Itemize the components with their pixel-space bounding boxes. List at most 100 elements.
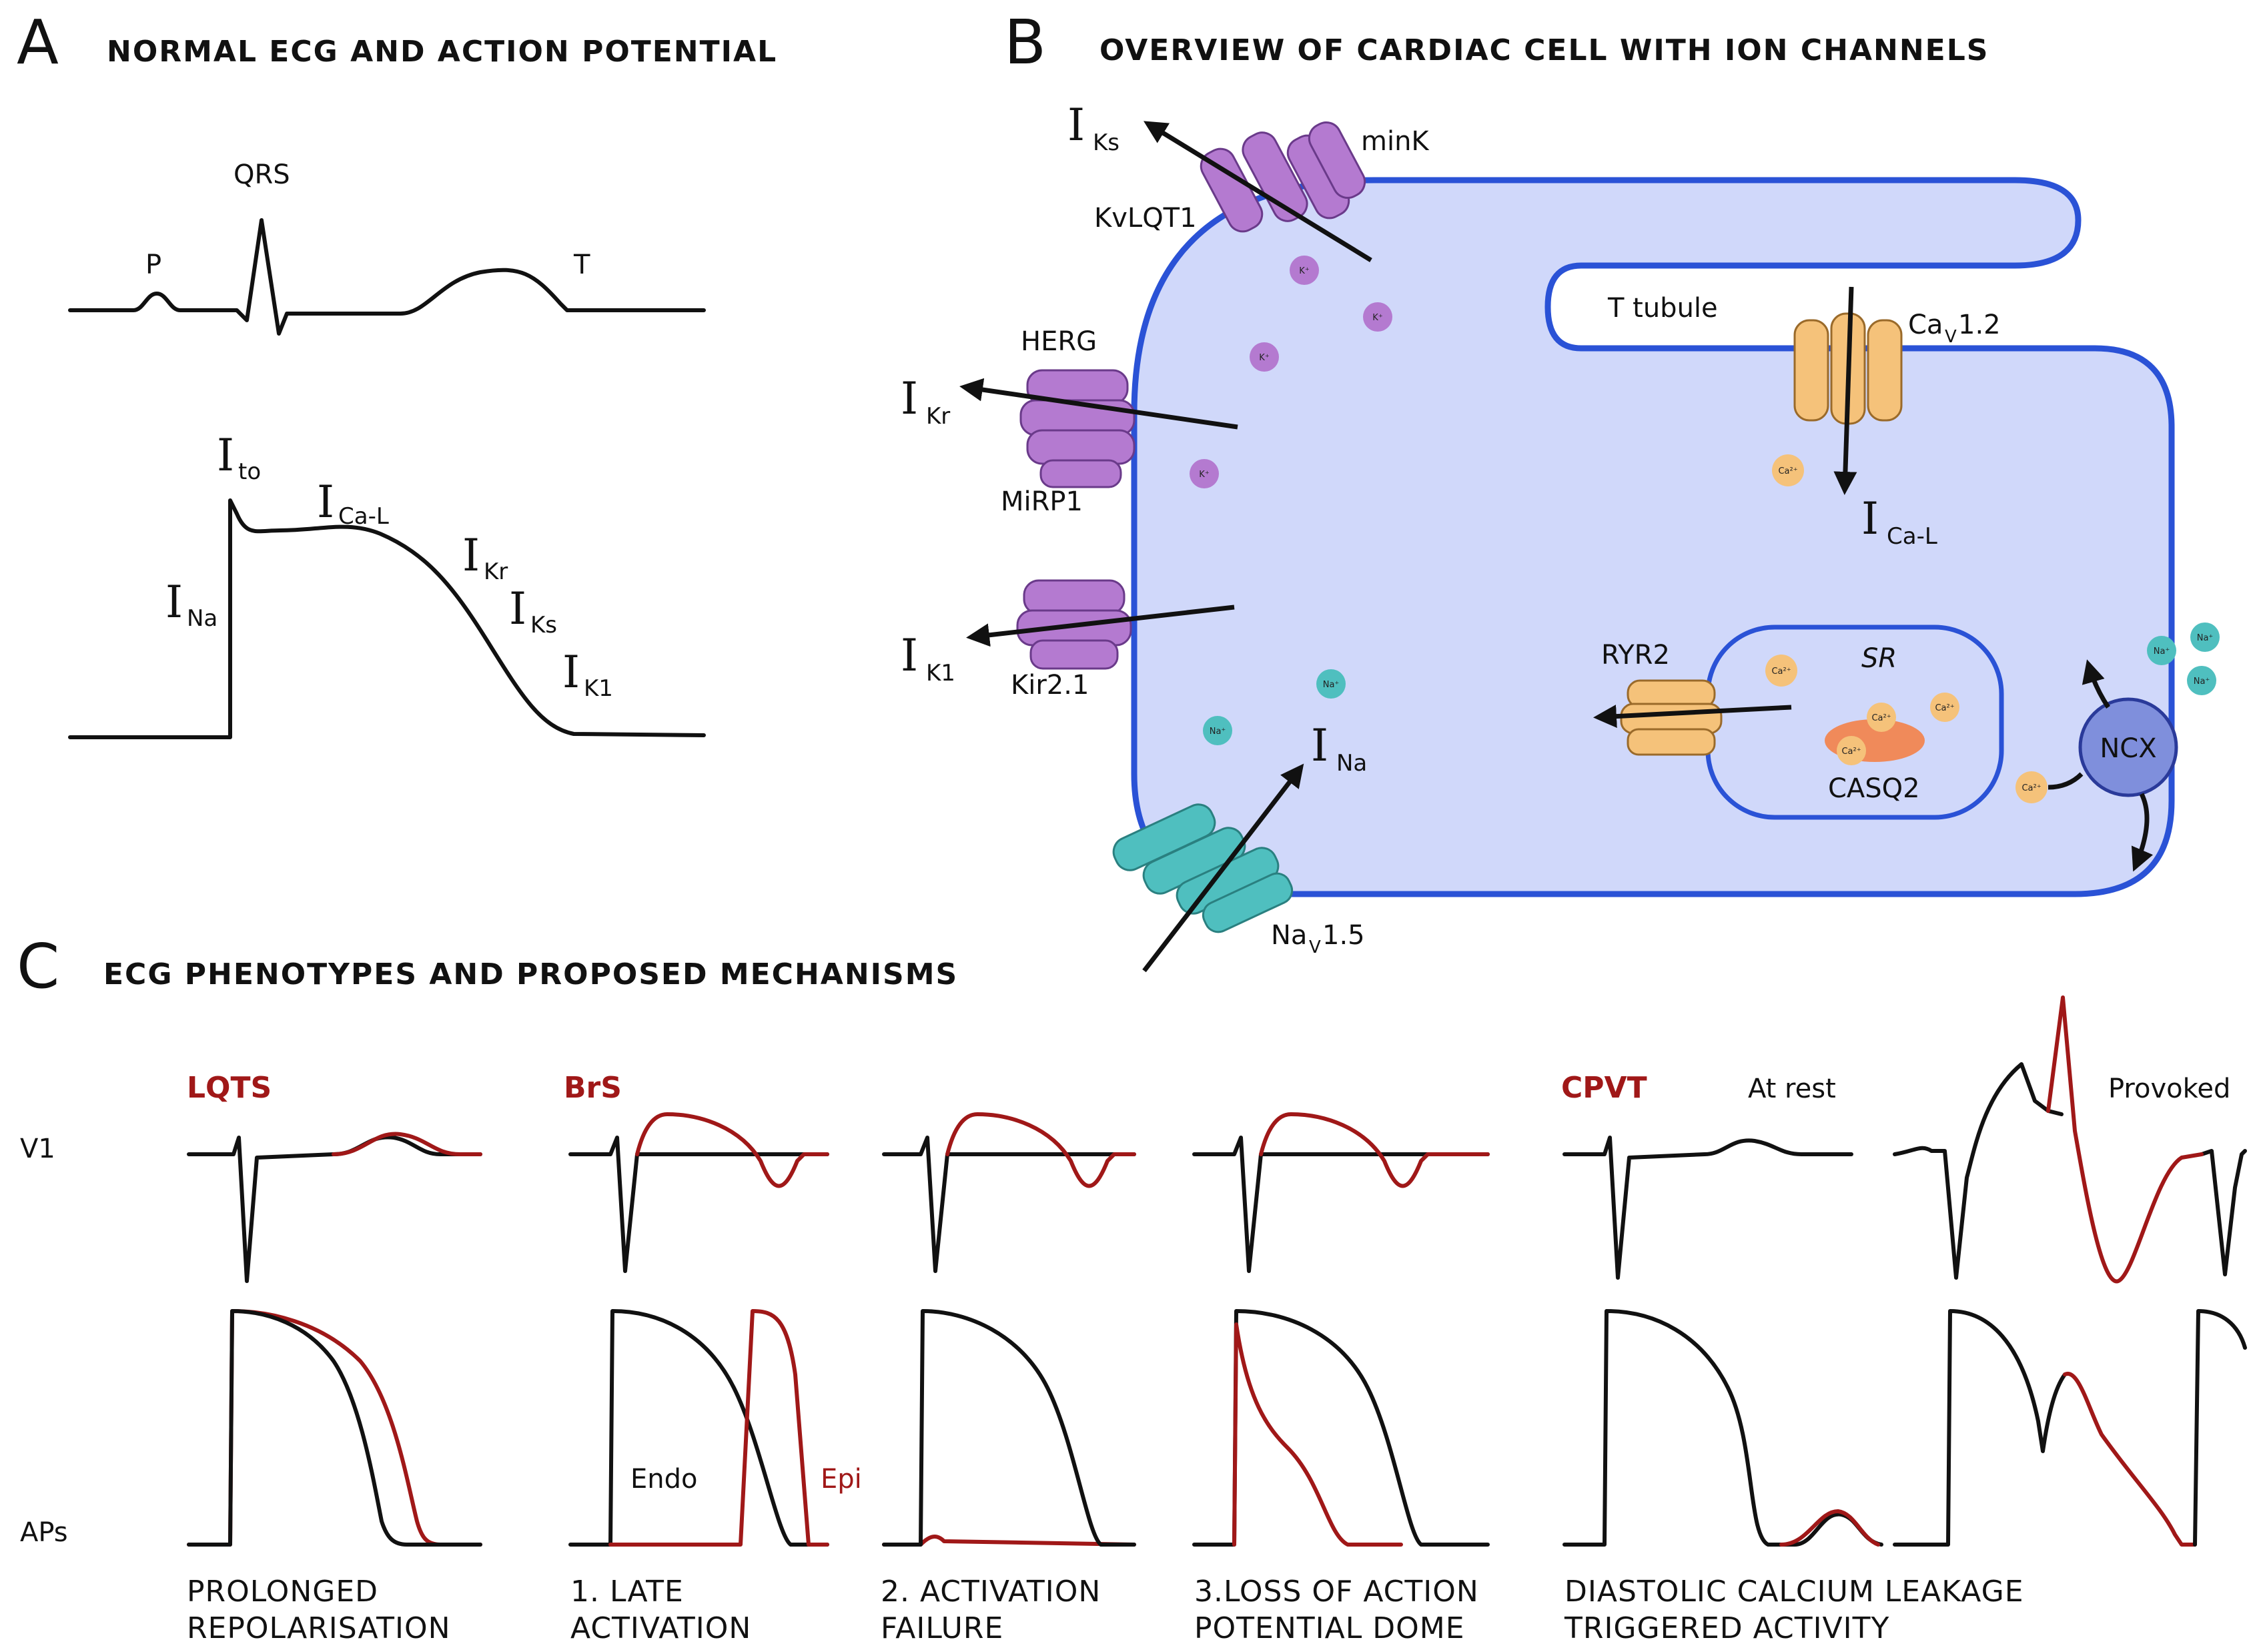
iks-current-label: I Ks xyxy=(1067,99,1119,156)
svg-text:I: I xyxy=(901,373,918,424)
ik1-current-arrow xyxy=(966,604,1235,647)
ryr2-calcium-arrow xyxy=(1593,705,1792,729)
brs-v1-ecg-1 xyxy=(568,1112,829,1273)
ap-current-ina: I Na xyxy=(165,576,217,632)
svg-text:POTENTIAL DOME: POTENTIAL DOME xyxy=(1194,1611,1465,1645)
kvlqt1-mink-channel xyxy=(1200,121,1366,233)
brs-v1-ecg-3 xyxy=(1192,1112,1490,1273)
caption-brs-3: 3.LOSS OF ACTION POTENTIAL DOME xyxy=(1194,1575,1478,1645)
cpvt-state-provoked: Provoked xyxy=(2108,1074,2230,1104)
ecg-label-t: T xyxy=(573,250,590,280)
panel-a: A NORMAL ECG AND ACTION POTENTIAL P QRS … xyxy=(17,7,776,739)
ical-current-label: I Ca-L xyxy=(1861,493,1937,550)
potassium-ions: K⁺ K⁺ K⁺ K⁺ xyxy=(1190,256,1392,488)
svg-text:K1: K1 xyxy=(584,675,613,702)
svg-text:Na⁺: Na⁺ xyxy=(1323,680,1340,690)
svg-text:1. LATE: 1. LATE xyxy=(570,1575,684,1609)
svg-text:Ca²⁺: Ca²⁺ xyxy=(1771,667,1791,677)
svg-text:I: I xyxy=(1311,720,1328,771)
syndrome-label-brs: BrS xyxy=(564,1071,622,1105)
svg-text:I: I xyxy=(1861,493,1879,544)
svg-text:Ca-L: Ca-L xyxy=(338,503,389,530)
ncx-ca-arrow xyxy=(2131,793,2154,872)
svg-text:Ks: Ks xyxy=(1093,129,1119,156)
cpvt-rest-action-potentials xyxy=(1562,1309,1883,1547)
row-label-aps: APs xyxy=(20,1517,68,1548)
brs-v1-ecg-2 xyxy=(882,1112,1136,1273)
sodium-ions: Na⁺ Na⁺ Na⁺ Na⁺ Na⁺ xyxy=(1203,623,2220,745)
svg-text:Na⁺: Na⁺ xyxy=(1210,727,1226,737)
svg-text:Ca²⁺: Ca²⁺ xyxy=(2021,783,2041,793)
svg-text:Ca: Ca xyxy=(1908,310,1943,340)
kir21-label: Kir2.1 xyxy=(1011,670,1089,701)
kir21-channel xyxy=(1016,579,1132,670)
svg-text:TRIGGERED ACTIVITY: TRIGGERED ACTIVITY xyxy=(1564,1611,1889,1645)
syndrome-label-lqts: LQTS xyxy=(187,1071,272,1105)
row-label-v1: V1 xyxy=(20,1134,55,1164)
sr-label: SR xyxy=(1861,643,1897,674)
ik1-current-label: I K1 xyxy=(901,630,955,687)
caption-lqts: PROLONGED REPOLARISATION xyxy=(187,1575,451,1645)
normal-ecg-trace xyxy=(68,218,706,336)
herg-mirp1-channel xyxy=(1019,369,1136,488)
svg-text:V: V xyxy=(1309,937,1321,957)
svg-text:Na⁺: Na⁺ xyxy=(2197,633,2214,643)
svg-text:PROLONGED: PROLONGED xyxy=(187,1575,378,1609)
svg-text:ACTIVATION: ACTIVATION xyxy=(570,1611,751,1645)
svg-text:K1: K1 xyxy=(926,660,955,687)
caption-brs-2: 2. ACTIVATION FAILURE xyxy=(881,1575,1101,1645)
svg-text:DIASTOLIC CALCIUM LEAKAGE: DIASTOLIC CALCIUM LEAKAGE xyxy=(1564,1575,2024,1609)
panel-c: C ECG PHENOTYPES AND PROPOSED MECHANISMS… xyxy=(17,931,2247,1645)
ncx-ca-in xyxy=(2048,772,2084,790)
svg-text:Na: Na xyxy=(1336,750,1367,777)
svg-text:I: I xyxy=(509,583,526,635)
panel-c-title: ECG PHENOTYPES AND PROPOSED MECHANISMS xyxy=(103,957,958,991)
svg-text:K⁺: K⁺ xyxy=(1259,353,1269,363)
svg-text:Ca²⁺: Ca²⁺ xyxy=(1935,703,1954,713)
svg-text:I: I xyxy=(165,576,183,628)
svg-text:K⁺: K⁺ xyxy=(1372,313,1382,323)
ap-current-iks: I Ks xyxy=(509,583,557,639)
svg-text:K⁺: K⁺ xyxy=(1199,470,1209,480)
syndrome-label-cpvt: CPVT xyxy=(1561,1071,1647,1105)
svg-text:Na⁺: Na⁺ xyxy=(2154,647,2170,657)
svg-text:Ca²⁺: Ca²⁺ xyxy=(1841,747,1861,757)
svg-text:REPOLARISATION: REPOLARISATION xyxy=(187,1611,451,1645)
ical-current-arrow xyxy=(1833,286,1857,495)
svg-text:Na: Na xyxy=(1271,920,1307,951)
svg-text:1.2: 1.2 xyxy=(1958,310,2001,340)
herg-label: HERG xyxy=(1021,326,1097,357)
normal-action-potential-trace xyxy=(68,498,706,739)
svg-text:Kr: Kr xyxy=(484,558,508,585)
svg-text:FAILURE: FAILURE xyxy=(881,1611,1003,1645)
ap-legend-endo: Endo xyxy=(630,1464,698,1495)
ncx-exchanger xyxy=(2078,697,2178,797)
svg-text:Kr: Kr xyxy=(926,403,950,430)
ecg-label-qrs: QRS xyxy=(234,159,290,190)
cpvt-provoked-v1-ecg xyxy=(1893,995,2247,1284)
svg-text:1.5: 1.5 xyxy=(1322,920,1365,951)
svg-text:Ca-L: Ca-L xyxy=(1887,523,1937,550)
panel-b-letter: B xyxy=(1004,7,1046,78)
ina-current-arrow xyxy=(1142,763,1304,973)
casq2-label: CASQ2 xyxy=(1828,773,1920,804)
svg-text:V: V xyxy=(1945,327,1957,347)
cpvt-rest-v1-ecg xyxy=(1562,1136,1853,1280)
calcium-ions: Ca²⁺ Ca²⁺ Ca²⁺ Ca²⁺ Ca²⁺ Ca²⁺ xyxy=(1765,454,2048,803)
svg-text:2. ACTIVATION: 2. ACTIVATION xyxy=(881,1575,1101,1609)
svg-text:I: I xyxy=(1067,99,1085,151)
ncx-na-arrow xyxy=(2082,659,2110,709)
ryr2-label: RYR2 xyxy=(1601,640,1670,671)
svg-text:I: I xyxy=(901,630,918,681)
svg-text:I: I xyxy=(317,476,334,528)
svg-text:to: to xyxy=(238,458,261,485)
ap-current-ikr: I Kr xyxy=(462,530,508,585)
ecg-label-p: P xyxy=(145,250,161,280)
ap-current-ical: I Ca-L xyxy=(317,476,389,530)
svg-text:Na: Na xyxy=(187,605,217,632)
svg-text:I: I xyxy=(462,530,480,581)
cpvt-state-rest: At rest xyxy=(1748,1074,1836,1104)
svg-text:Ca²⁺: Ca²⁺ xyxy=(1778,466,1797,476)
ikr-current-arrow xyxy=(959,378,1238,430)
cav12-label: Ca V 1.2 xyxy=(1908,310,2001,347)
